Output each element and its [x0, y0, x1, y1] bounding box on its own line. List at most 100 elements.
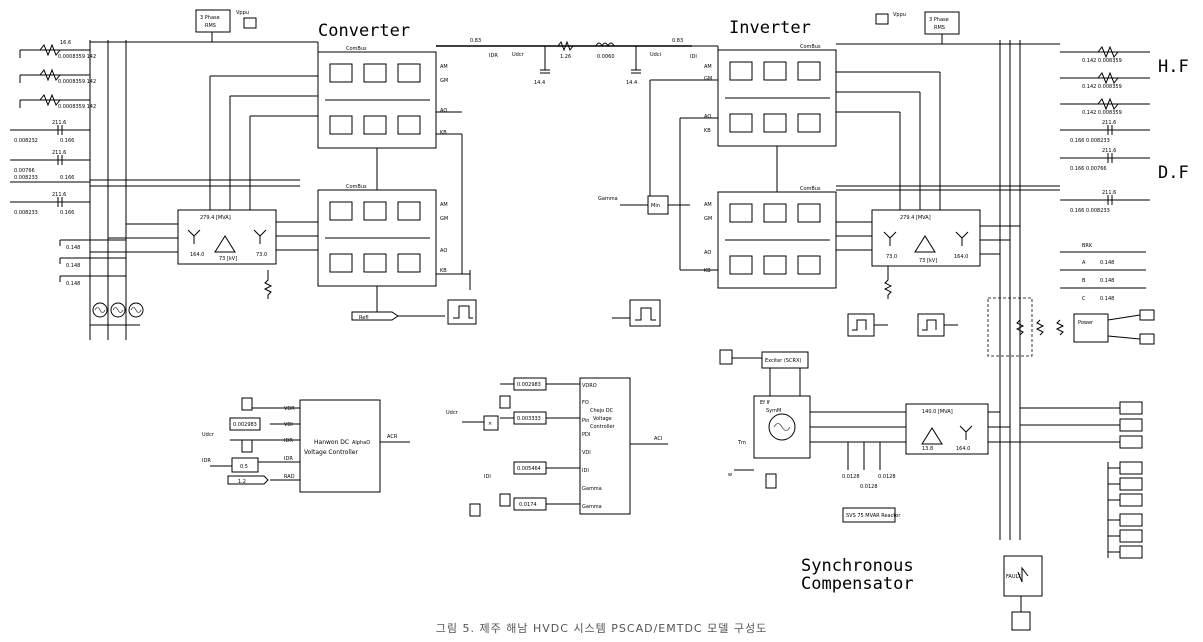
right-meter-stack	[1020, 401, 1143, 559]
svg-text:GM: GM	[440, 78, 448, 84]
svg-text:Udcr: Udcr	[446, 410, 459, 416]
svg-text:AM: AM	[440, 64, 448, 70]
svg-text:w: w	[728, 472, 732, 478]
svg-text:0.008233: 0.008233	[14, 175, 38, 181]
svg-text:0.83: 0.83	[470, 38, 481, 44]
svg-text:0.166: 0.166	[60, 175, 74, 181]
svg-text:Exciter (SCRX): Exciter (SCRX)	[765, 358, 801, 364]
svg-text:IDR: IDR	[284, 456, 293, 462]
converter-wiring	[209, 41, 471, 312]
svg-text:Min: Min	[651, 203, 660, 209]
svg-text:KB: KB	[440, 130, 447, 136]
svg-text:73.0: 73.0	[256, 252, 267, 258]
svg-text:0.0128: 0.0128	[842, 474, 860, 480]
svg-text:73 [kV]: 73 [kV]	[219, 256, 237, 262]
svg-text:0.0060: 0.0060	[597, 54, 615, 60]
svg-text:Udcr: Udcr	[202, 432, 215, 438]
svg-text:IDR: IDR	[202, 458, 211, 464]
converter-title: Converter	[318, 21, 410, 41]
svg-text:FO: FO	[582, 400, 589, 406]
svg-text:Udcr: Udcr	[512, 52, 525, 58]
svg-text:14.4: 14.4	[534, 80, 545, 86]
svg-text:0.0174: 0.0174	[519, 502, 537, 508]
svg-text:164.0: 164.0	[190, 252, 204, 258]
svg-text:0.0008359 142: 0.0008359 142	[58, 79, 96, 85]
svg-text:0.5: 0.5	[240, 464, 248, 470]
svg-text:211.6: 211.6	[1102, 148, 1116, 154]
svg-text:AM: AM	[704, 64, 712, 70]
svg-text:AM: AM	[440, 202, 448, 208]
svg-text:0.148: 0.148	[66, 245, 80, 251]
svg-text:Hanwon DC: Hanwon DC	[314, 439, 349, 446]
inverter-controller: Chejo DC Voltage Controller ACI VDRO FO …	[446, 377, 668, 517]
svg-text:0.142 0.008359: 0.142 0.008359	[1082, 84, 1122, 90]
svg-text:VDRO: VDRO	[582, 383, 597, 389]
svg-text:Voltage: Voltage	[593, 416, 612, 422]
svg-text:0.002983: 0.002983	[233, 422, 257, 428]
svg-text:Pin: Pin	[582, 418, 589, 424]
svg-text:0.148: 0.148	[1100, 296, 1114, 302]
df-label: D.F	[1158, 163, 1189, 183]
svg-text:KB: KB	[704, 268, 711, 274]
svg-text:A: A	[1082, 260, 1086, 266]
svg-text:ComBus: ComBus	[346, 46, 367, 52]
svg-text:0.166 0.008233: 0.166 0.008233	[1070, 138, 1110, 144]
svg-text:Gamma: Gamma	[582, 486, 602, 492]
svg-text:0.166: 0.166	[60, 210, 74, 216]
svg-text:0.0128: 0.0128	[878, 474, 896, 480]
svg-text:ComBus: ComBus	[800, 44, 821, 50]
svg-text:VDR: VDR	[284, 406, 295, 412]
svg-text:Udci: Udci	[650, 52, 661, 58]
svg-text:211.6: 211.6	[1102, 120, 1116, 126]
converter-bridge-upper: ComBus AM GM AO KB	[317, 46, 448, 149]
right-ac-buses	[836, 40, 1060, 540]
transformer-right: 279.4 [MVA] 73.0 73 [kV] 164.0	[871, 209, 1020, 299]
hf-label: H.F	[1158, 57, 1189, 77]
svg-text:0.008232: 0.008232	[14, 138, 38, 144]
svg-text:0.166 0.008233: 0.166 0.008233	[1070, 208, 1110, 214]
exciter-block: Exciter (SCRX)	[719, 349, 809, 396]
svg-text:GM: GM	[704, 76, 712, 82]
firing-block-left: RefI	[351, 299, 477, 325]
svg-text:0.148: 0.148	[1100, 278, 1114, 284]
svg-text:ACI: ACI	[654, 436, 662, 442]
svg-text:211.6: 211.6	[52, 150, 66, 156]
svg-text:16.6: 16.6	[60, 40, 71, 46]
svg-text:0.142 0.008359: 0.142 0.008359	[1082, 58, 1122, 64]
svg-text:SymM: SymM	[766, 408, 781, 414]
svg-text:Gamma: Gamma	[582, 504, 602, 510]
inverter-wiring	[649, 45, 941, 271]
sync-comp-title-2: Compensator	[801, 574, 914, 594]
svg-text:RefI: RefI	[359, 315, 369, 321]
svg-text:ACR: ACR	[387, 434, 398, 440]
svg-text:RMS: RMS	[934, 25, 945, 31]
timer-blocks	[847, 313, 958, 337]
svg-text:×: ×	[488, 421, 492, 427]
synchronous-machine: Ef If SymM Tm w	[728, 395, 840, 489]
svg-text:211.6: 211.6	[52, 192, 66, 198]
svg-text:0.0128: 0.0128	[860, 484, 878, 490]
svg-text:Power: Power	[1078, 320, 1094, 326]
svg-text:164.0: 164.0	[956, 446, 970, 452]
svg-text:AO: AO	[704, 114, 711, 120]
svg-text:AO: AO	[440, 108, 447, 114]
gamma-min-block: Gamma Min	[598, 195, 690, 215]
svg-text:VDI: VDI	[582, 450, 591, 456]
right-filter-branches: 0.142 0.008359 0.142 0.008359 0.142 0.00…	[1060, 45, 1150, 214]
sync-transformer: 140.0 [MVA] 13.8 164.0 0.0128 0.0128 0.0…	[840, 403, 1020, 523]
svg-text:0.002983: 0.002983	[517, 382, 541, 388]
svg-text:C: C	[1082, 296, 1086, 302]
svg-text:AO: AO	[440, 248, 447, 254]
left-ac-buses	[89, 40, 300, 340]
svg-text:Chejo DC: Chejo DC	[590, 408, 614, 414]
svg-text:PDI: PDI	[582, 432, 590, 438]
svg-text:0.005464: 0.005464	[517, 466, 541, 472]
svg-text:211.6: 211.6	[1102, 190, 1116, 196]
svg-text:AlphaO: AlphaO	[352, 440, 370, 446]
svg-text:3 Phase: 3 Phase	[929, 17, 949, 23]
svg-text:KB: KB	[440, 268, 447, 274]
